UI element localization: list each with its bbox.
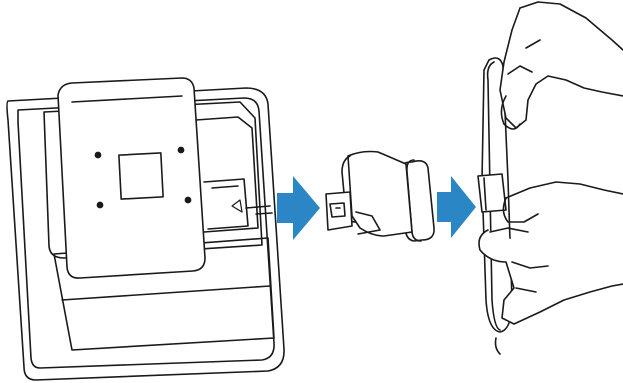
stand-neck-icon (325, 150, 435, 242)
right-arrow-icon (277, 176, 320, 240)
screw-hole (96, 201, 104, 209)
vesa-plate (57, 77, 206, 279)
hands-icon (478, 1, 623, 355)
vesa-center-square (118, 152, 164, 200)
screw-hole (184, 196, 192, 204)
right-arrow-icon (437, 176, 476, 238)
monitor-back-icon (6, 77, 285, 381)
hinge-slot (195, 116, 259, 233)
stand-base-icon (477, 57, 513, 333)
screw-hole (177, 146, 185, 154)
neck-bracket (325, 191, 353, 231)
screw-hole (94, 151, 102, 159)
